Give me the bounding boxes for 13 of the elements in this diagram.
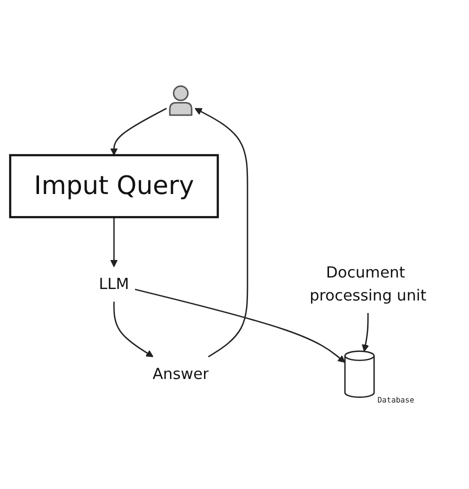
- node-text: Document processing unit: [310, 264, 426, 305]
- node-cylinder: [344, 350, 375, 398]
- arrow: [362, 313, 370, 352]
- arrow: [113, 302, 154, 358]
- arrow: [194, 108, 248, 358]
- arrow: [110, 217, 118, 268]
- node-box: Imput Query: [9, 154, 219, 218]
- arrow: [110, 108, 167, 156]
- arrow: [134, 288, 346, 363]
- node-person: [166, 84, 195, 117]
- node-text: Answer: [152, 365, 209, 384]
- node-caption: Database: [377, 395, 414, 404]
- node-text: LLM: [98, 275, 130, 294]
